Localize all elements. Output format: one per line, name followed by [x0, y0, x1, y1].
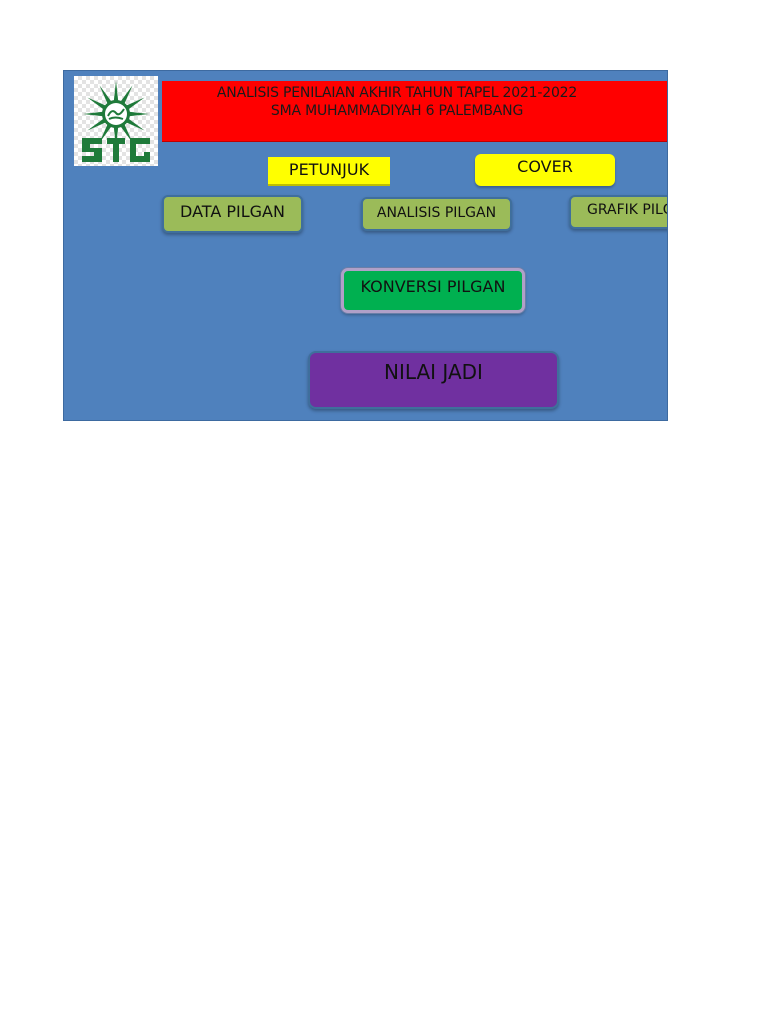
nilai-jadi-button[interactable]: NILAI JADI	[308, 351, 559, 409]
data-pilgan-button[interactable]: DATA PILGAN	[162, 195, 303, 233]
dashboard-panel: ANALISIS PENILAIAN AKHIR TAHUN TAPEL 202…	[63, 70, 668, 421]
report-title: ANALISIS PENILAIAN AKHIR TAHUN TAPEL 202…	[216, 85, 578, 101]
title-banner: ANALISIS PENILAIAN AKHIR TAHUN TAPEL 202…	[162, 81, 667, 142]
grafik-pilgan-button[interactable]: GRAFIK PILGAN	[569, 195, 667, 229]
analisis-pilgan-button[interactable]: ANALISIS PILGAN	[361, 197, 512, 231]
petunjuk-button[interactable]: PETUNJUK	[268, 157, 390, 186]
school-name: SMA MUHAMMADIYAH 6 PALEMBANG	[270, 103, 524, 119]
muhammadiyah-emblem-icon	[82, 81, 150, 162]
school-logo	[74, 76, 158, 166]
konversi-pilgan-button[interactable]: KONVERSI PILGAN	[341, 268, 525, 313]
cover-button[interactable]: COVER	[475, 154, 615, 186]
